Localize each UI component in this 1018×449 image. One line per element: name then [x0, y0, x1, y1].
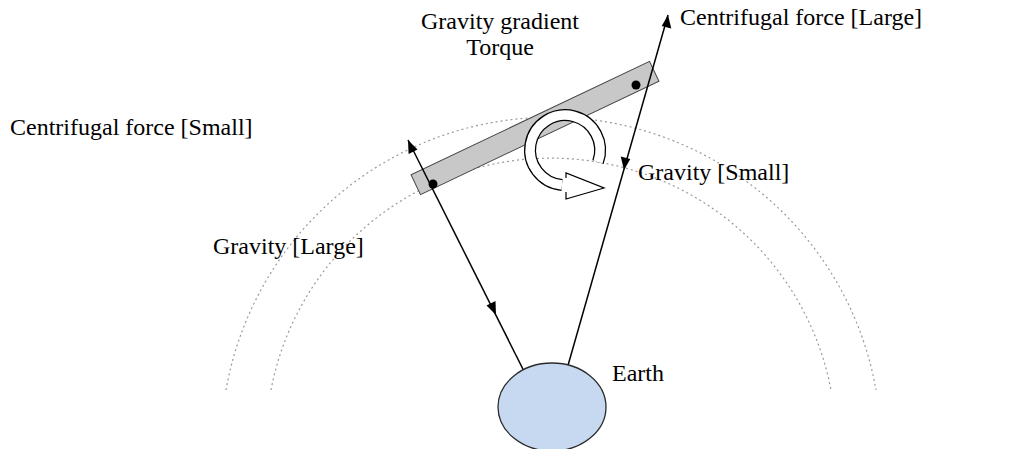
force-label: Centrifugal force [Large] [680, 4, 922, 30]
torque-arrow [530, 115, 604, 199]
force-line [551, 15, 668, 425]
orbit-arc [271, 158, 831, 390]
arrowhead [408, 140, 418, 154]
force-label: Centrifugal force [Small] [10, 114, 253, 140]
force-label: Gravity [Large] [213, 233, 364, 259]
earth-circle: Earth [497, 362, 607, 449]
earth-shape [497, 362, 607, 449]
node-label: Earth [612, 360, 664, 386]
mass-dot [632, 81, 641, 90]
arrowhead [621, 156, 631, 170]
force-label: Gravity [Small] [638, 159, 789, 185]
arrowhead [487, 301, 497, 315]
arrowhead [662, 15, 672, 29]
torque-label: Gravity gradient Torque [405, 8, 595, 60]
mass-dot [429, 180, 438, 189]
